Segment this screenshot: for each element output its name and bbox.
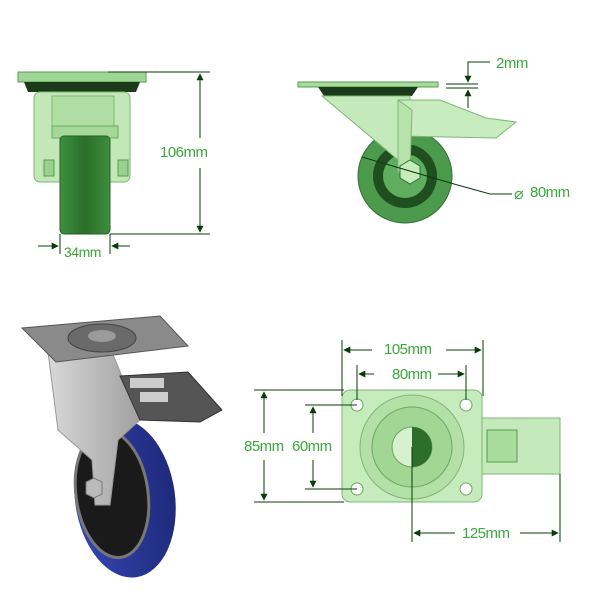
plate-height-label: 85mm	[244, 438, 284, 455]
height-dimension-label: 106mm	[160, 144, 208, 161]
diameter-symbol: ⌀	[514, 186, 524, 203]
front-view	[17, 71, 210, 254]
plate-width-label: 105mm	[384, 341, 432, 358]
brake-reach-label: 125mm	[462, 525, 510, 542]
plate-thickness-label: 2mm	[496, 55, 528, 72]
top-view	[254, 340, 561, 542]
hole-spacing-y-label: 60mm	[292, 438, 332, 455]
hole-spacing-x-label: 80mm	[392, 366, 432, 383]
side-view	[297, 61, 518, 224]
wheel-diameter-label: 80mm	[530, 184, 570, 201]
width-dimension-label: 34mm	[64, 244, 101, 260]
castor-photo	[20, 315, 223, 578]
